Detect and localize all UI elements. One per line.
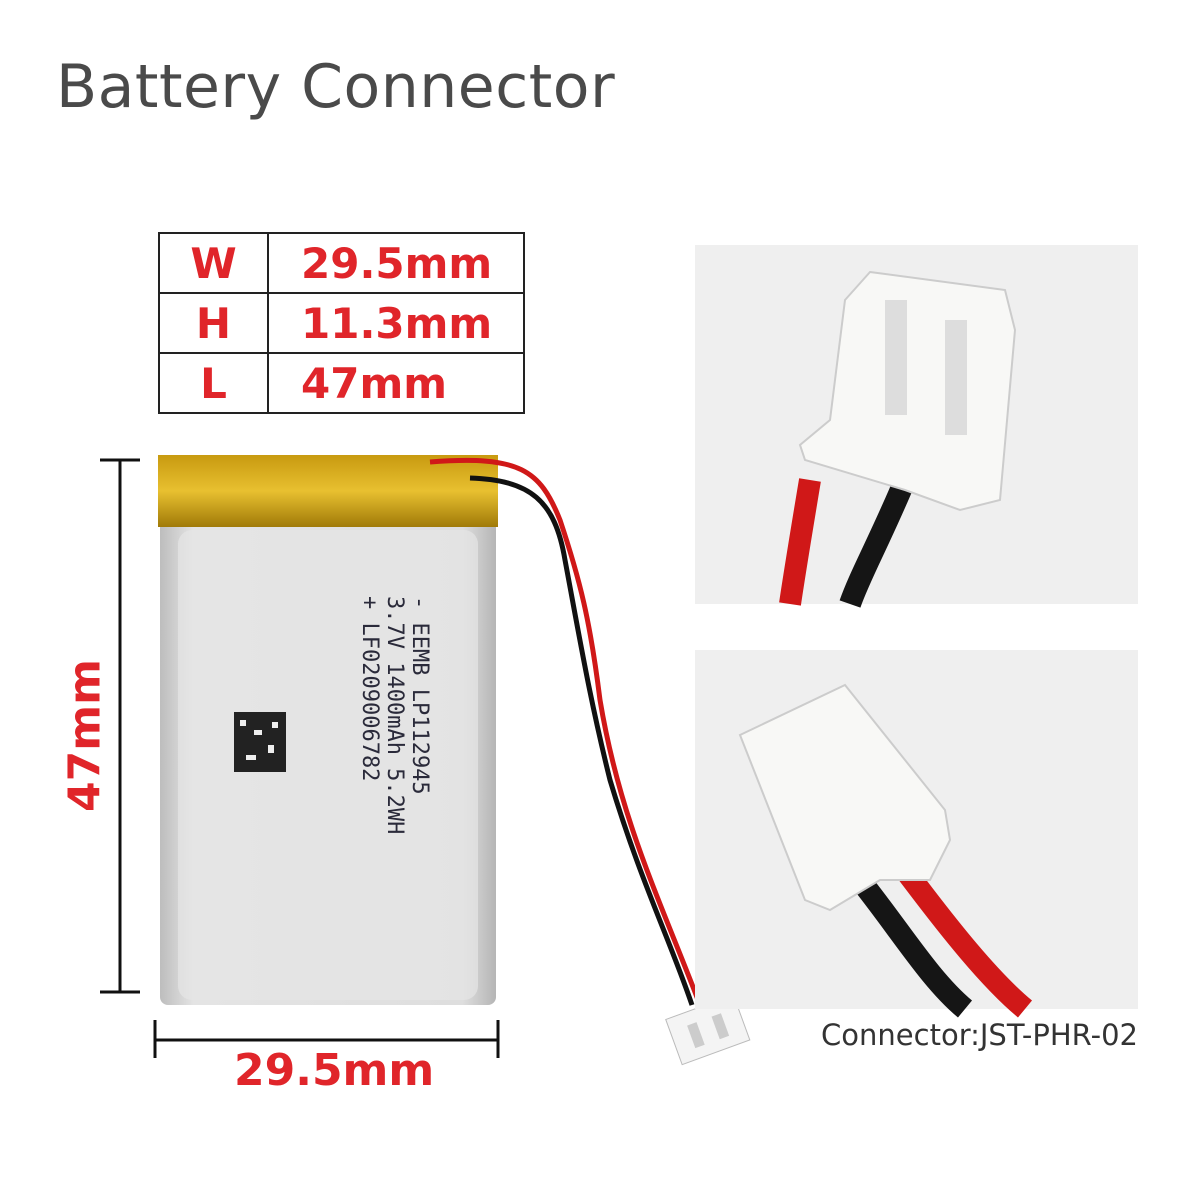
label-line: 3.7V 1400mAh 5.2WH <box>382 596 407 835</box>
length-label: 47mm <box>59 659 111 812</box>
dim-key: H <box>158 292 269 354</box>
jst-connector <box>665 994 751 1066</box>
connector-caption: Connector:JST-PHR-02 <box>821 1018 1138 1052</box>
label-line: - EEMB LP112945 <box>407 596 432 795</box>
length-dimension-line <box>100 458 140 994</box>
dim-value: 47mm <box>267 352 525 414</box>
width-label: 29.5mm <box>234 1045 435 1096</box>
battery-tab-tape <box>158 455 498 527</box>
dim-value: 11.3mm <box>267 292 525 354</box>
black-wire <box>469 475 695 1006</box>
label-line: + LF0209006782 <box>357 596 382 782</box>
dim-value: 29.5mm <box>267 232 525 294</box>
red-wire <box>429 457 703 1006</box>
page-title: Battery Connector <box>56 52 616 122</box>
dim-key: L <box>158 352 269 414</box>
width-dimension-line <box>153 1020 500 1058</box>
dim-key: W <box>158 232 269 294</box>
